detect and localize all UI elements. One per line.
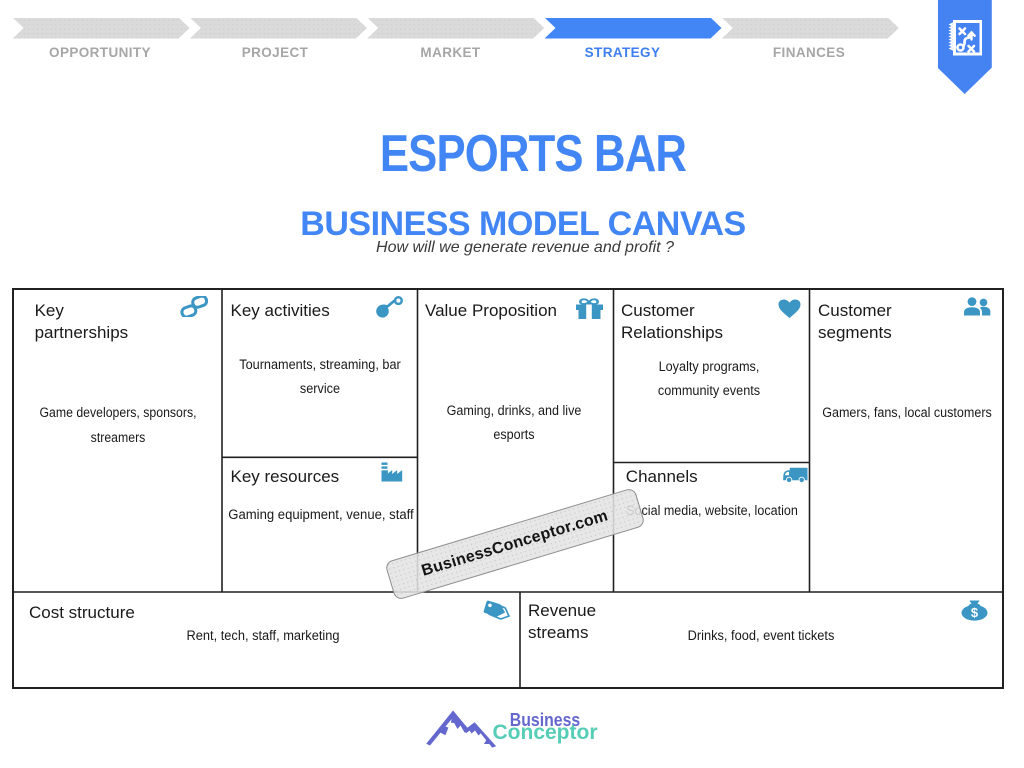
svg-text:$: $ [970, 605, 978, 620]
